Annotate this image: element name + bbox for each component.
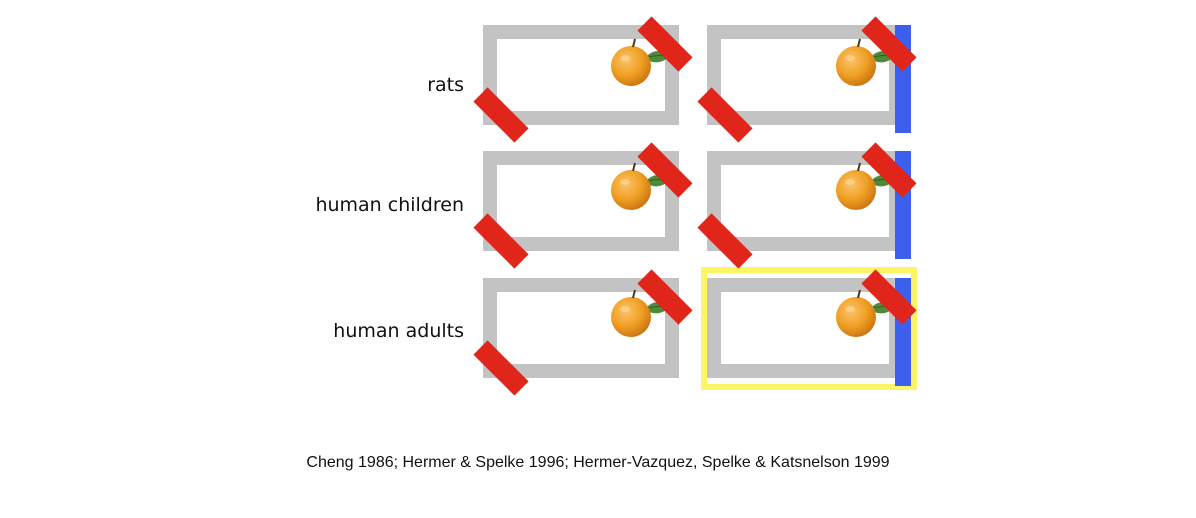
row-label-human-adults: human adults: [333, 320, 464, 342]
row-label-human-children: human children: [315, 194, 464, 216]
row-label-rats: rats: [427, 74, 464, 96]
citation: Cheng 1986; Hermer & Spelke 1996; Hermer…: [306, 454, 890, 471]
highlight-frame: [701, 267, 917, 390]
room-walls: [707, 151, 903, 251]
